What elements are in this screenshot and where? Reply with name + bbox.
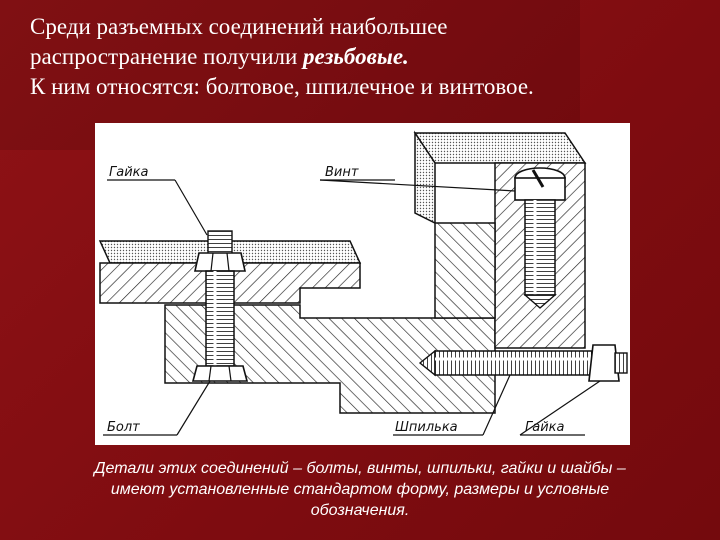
label-stud: Шпилька [395,420,458,435]
bolt [191,230,249,382]
slide-heading: Среди разъемных соединений наибольшее ра… [30,12,700,102]
label-bolt: Болт [107,420,140,435]
right-block-top [413,132,587,164]
label-nut-top: Гайка [109,165,149,180]
heading-emphasis: резьбовые. [303,44,409,69]
heading-line-2: распространение получили резьбовые. [30,42,700,72]
bolt-head [191,365,249,382]
caption-line-2: имеют установленные стандартом форму, ра… [110,481,610,498]
threaded-joints-drawing: Гайка Винт Болт Шпилька Гайка [98,130,628,436]
screw [514,167,566,309]
stud-nut [588,344,620,382]
threaded-joints-figure: Гайка Винт Болт Шпилька Гайка [95,123,630,445]
slide-caption: Детали этих соединений – болты, винты, ш… [20,458,700,521]
stud [418,344,628,382]
middle-block-section [434,222,496,319]
heading-line-2-text: распространение получили [30,44,304,69]
bolt-nut [194,252,246,272]
label-screw: Винт [325,165,359,180]
heading-line-1: Среди разъемных соединений наибольшее [30,14,448,39]
lower-body-section [164,304,496,414]
heading-line-3: К ним относятся: болтовое, шпилечное и в… [30,74,534,99]
label-nut-right: Гайка [525,420,565,435]
caption-line-1: Детали этих соединений – болты, винты, ш… [94,460,626,477]
leader-lines [103,179,601,436]
caption-line-3: обозначения. [310,502,410,519]
